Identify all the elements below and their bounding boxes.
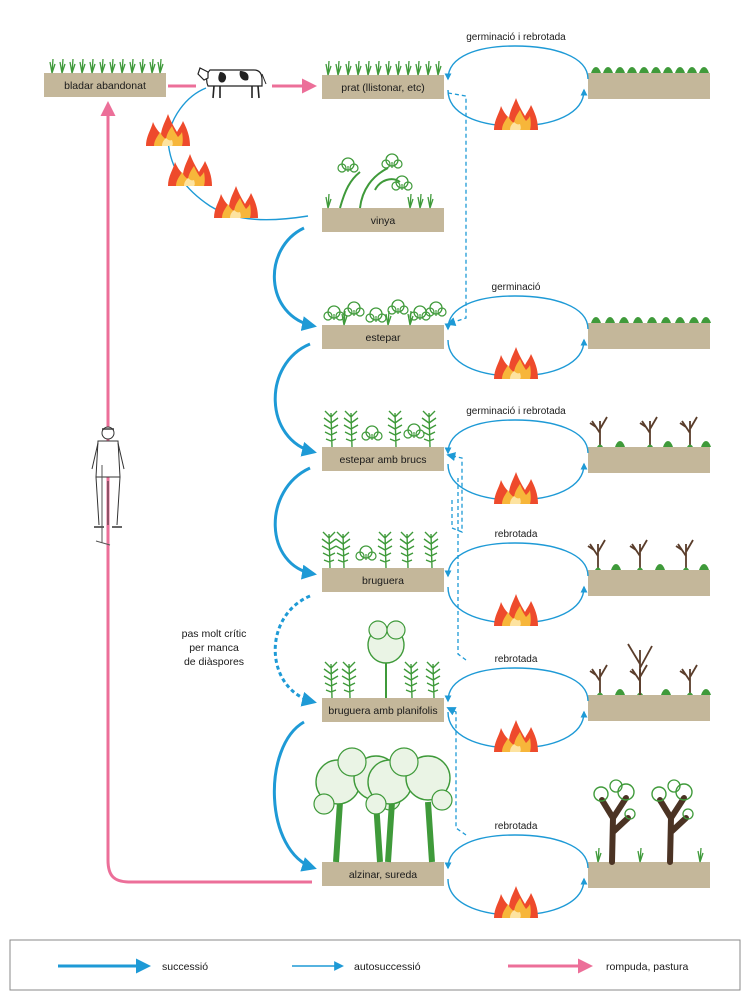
- legend-disturbance-label: rompuda, pastura: [606, 961, 688, 973]
- stage-estepar-amb-brucs: estepar amb brucs: [322, 410, 444, 471]
- fire-icon: [494, 472, 538, 504]
- dashed-links: [446, 92, 467, 836]
- stage-bladar: bladar abandonat: [44, 58, 166, 97]
- disturbance-arrows: [100, 78, 317, 884]
- postfire-alzinar: [588, 780, 710, 888]
- stage-prat: prat (llistonar, etc): [322, 60, 444, 99]
- stump-icon: [589, 643, 711, 696]
- loop-estepar: germinació: [444, 282, 589, 379]
- cow-icon: [197, 67, 267, 99]
- postfire-bruguera: [587, 539, 710, 596]
- note-line-1: pas molt crític: [182, 628, 247, 640]
- fire-icon: [214, 186, 258, 218]
- tree-icon: [314, 748, 452, 862]
- stump-icon: [587, 539, 709, 571]
- shrub-icon: [325, 153, 434, 209]
- grass-icon: [325, 60, 442, 76]
- postfire-prat: [588, 67, 710, 99]
- legend-succession: successió: [58, 958, 208, 974]
- note-line-3: de diàspores: [184, 656, 244, 668]
- tree-icon: [323, 620, 441, 699]
- critical-note: pas molt crític per manca de diàspores: [182, 628, 247, 668]
- legend-autosuccession-label: autosuccessió: [354, 961, 421, 973]
- legend-succession-label: successió: [162, 961, 208, 973]
- note-line-2: per manca: [189, 642, 239, 654]
- loop-label-prat: germinació i rebrotada: [466, 32, 566, 43]
- succession-arrows: [272, 226, 317, 872]
- postfire-bruguera-amb-planifolis: [588, 643, 711, 721]
- shrub-icon: [323, 410, 437, 448]
- sprout-icon: [591, 67, 709, 73]
- loop-label-alzinar: rebrotada: [495, 821, 538, 832]
- fire-chain: [146, 87, 309, 221]
- stage-label-estepar-amb-brucs: estepar amb brucs: [340, 454, 427, 466]
- fire-icon: [168, 154, 212, 186]
- loop-prat: germinació i rebrotada: [444, 32, 589, 130]
- stage-label-alzinar: alzinar, sureda: [349, 869, 417, 881]
- fire-icon: [494, 720, 538, 752]
- fire-icon: [146, 114, 190, 146]
- loop-alzinar: rebrotada: [444, 821, 589, 918]
- loop-bruguera: rebrotada: [444, 529, 589, 626]
- stage-label-bladar: bladar abandonat: [64, 80, 146, 92]
- farmer-icon: [91, 426, 125, 546]
- stage-bruguera-amb-planifolis: bruguera amb planifolis: [322, 620, 444, 722]
- stage-vinya: vinya: [322, 153, 444, 232]
- stage-label-bruguera: bruguera: [362, 575, 404, 587]
- stage-bruguera: bruguera: [321, 531, 444, 592]
- grass-icon: [49, 58, 164, 74]
- loop-bruguera-amb-planifolis: rebrotada: [444, 654, 589, 752]
- sprout-icon: [591, 317, 711, 323]
- loop-estepar-amb-brucs: germinació i rebrotada: [444, 406, 589, 504]
- postfire-estepar-amb-brucs: [588, 416, 711, 473]
- stage-label-prat: prat (llistonar, etc): [341, 82, 424, 94]
- loop-label-estepar-amb-brucs: germinació i rebrotada: [466, 406, 566, 417]
- stump-icon: [589, 416, 711, 448]
- loop-label-bruguera-amb-planifolis: rebrotada: [495, 654, 538, 665]
- fire-icon: [494, 886, 538, 918]
- postfire-estepar: [588, 317, 711, 349]
- stage-label-estepar: estepar: [365, 332, 401, 344]
- fire-icon: [494, 594, 538, 626]
- loop-label-estepar: germinació: [492, 282, 541, 293]
- stage-alzinar: alzinar, sureda: [314, 748, 452, 886]
- loop-label-bruguera: rebrotada: [495, 529, 538, 540]
- tree-icon: [594, 780, 704, 862]
- fire-icon: [494, 98, 538, 130]
- legend: successió autosuccessió rompuda, pastura: [9, 939, 741, 991]
- legend-autosuccession: autosuccessió: [292, 961, 421, 973]
- fire-icon: [494, 347, 538, 379]
- stage-label-bruguera-amb-planifolis: bruguera amb planifolis: [328, 705, 437, 717]
- stage-label-vinya: vinya: [371, 215, 396, 227]
- stage-estepar: estepar: [322, 299, 447, 349]
- shrub-icon: [321, 531, 439, 569]
- legend-disturbance: rompuda, pastura: [508, 958, 688, 974]
- shrub-icon: [323, 299, 447, 326]
